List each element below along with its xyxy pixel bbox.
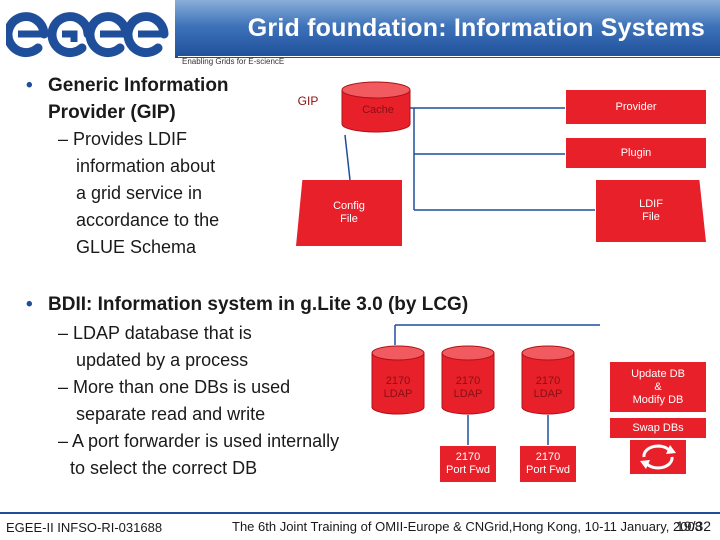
footer-divider bbox=[0, 512, 720, 514]
bdii-sub-line: – LDAP database that is bbox=[58, 323, 252, 343]
bullet-bdii: • BDII: Information system in g.Lite 3.0… bbox=[26, 291, 568, 318]
bdii-sub-line: separate read and write bbox=[76, 404, 266, 424]
egee-logo bbox=[6, 12, 169, 58]
bullet-gip-line1: Generic Information bbox=[48, 75, 229, 96]
swap-arrows-icon bbox=[640, 444, 676, 470]
gip-sub-line: accordance to the bbox=[76, 210, 220, 230]
bullet-bdii-text: BDII: Information system in g.Lite 3.0 (… bbox=[48, 294, 469, 315]
bullet-dot: • bbox=[26, 75, 33, 96]
bdii-sub-line: – More than one DBs is used bbox=[58, 377, 291, 397]
cache-label: Cache bbox=[362, 104, 394, 116]
bdii-sub-line: to select the correct DB bbox=[70, 458, 258, 478]
port-fwd-box: 2170 Port Fwd bbox=[440, 446, 496, 482]
bullet-gip-line2: Provider (GIP) bbox=[48, 102, 176, 123]
gip-sub-line: – Provides LDIF bbox=[58, 129, 188, 149]
gip-label: GIP bbox=[297, 94, 319, 108]
header-divider bbox=[178, 56, 720, 57]
slide-title: Grid foundation: Information Systems bbox=[247, 14, 705, 42]
ldap-label: 2170 LDAP bbox=[453, 375, 483, 400]
bullet-gip: • Generic Information Provider (GIP) bbox=[26, 72, 278, 126]
plugin-box: Plugin bbox=[566, 138, 706, 168]
ldif-file-shape: LDIF File bbox=[596, 180, 706, 242]
swap-arrows-box bbox=[630, 440, 686, 474]
bdii-sub-line: updated by a process bbox=[76, 350, 249, 370]
config-file-shape: Config File bbox=[296, 180, 402, 246]
provider-box: Provider bbox=[566, 90, 706, 124]
footer-project-id: EGEE-II INFSO-RI-031688 bbox=[6, 520, 163, 535]
ldap-cylinder bbox=[441, 345, 495, 415]
slide-header: Grid foundation: Information Systems Ena… bbox=[0, 0, 720, 68]
bullet-dot: • bbox=[26, 294, 33, 315]
header-band bbox=[175, 0, 720, 58]
bdii-sub-line: – A port forwarder is used internally bbox=[58, 431, 340, 451]
gip-sub-line: a grid service in bbox=[76, 183, 203, 203]
footer-event: The 6th Joint Training of OMII-Europe & … bbox=[232, 519, 702, 534]
port-fwd-box: 2170 Port Fwd bbox=[520, 446, 576, 482]
bdii-subtext: – LDAP database that is updated by a pro… bbox=[58, 320, 378, 482]
gip-sub-line: information about bbox=[76, 156, 216, 176]
cache-cylinder bbox=[341, 81, 411, 133]
ldap-label: 2170 LDAP bbox=[533, 375, 563, 400]
swap-dbs-box: Swap DBs bbox=[610, 418, 706, 438]
header-tagline: Enabling Grids for E-sciencE bbox=[182, 57, 285, 66]
update-db-box: Update DB & Modify DB bbox=[610, 362, 706, 412]
ldap-cylinder bbox=[371, 345, 425, 415]
ldap-cylinder bbox=[521, 345, 575, 415]
gip-sub-line: GLUE Schema bbox=[76, 237, 197, 257]
page-number: 19/32 bbox=[676, 518, 712, 534]
ldap-label: 2170 LDAP bbox=[383, 375, 413, 400]
gip-subtext: – Provides LDIF information about a grid… bbox=[58, 126, 278, 261]
